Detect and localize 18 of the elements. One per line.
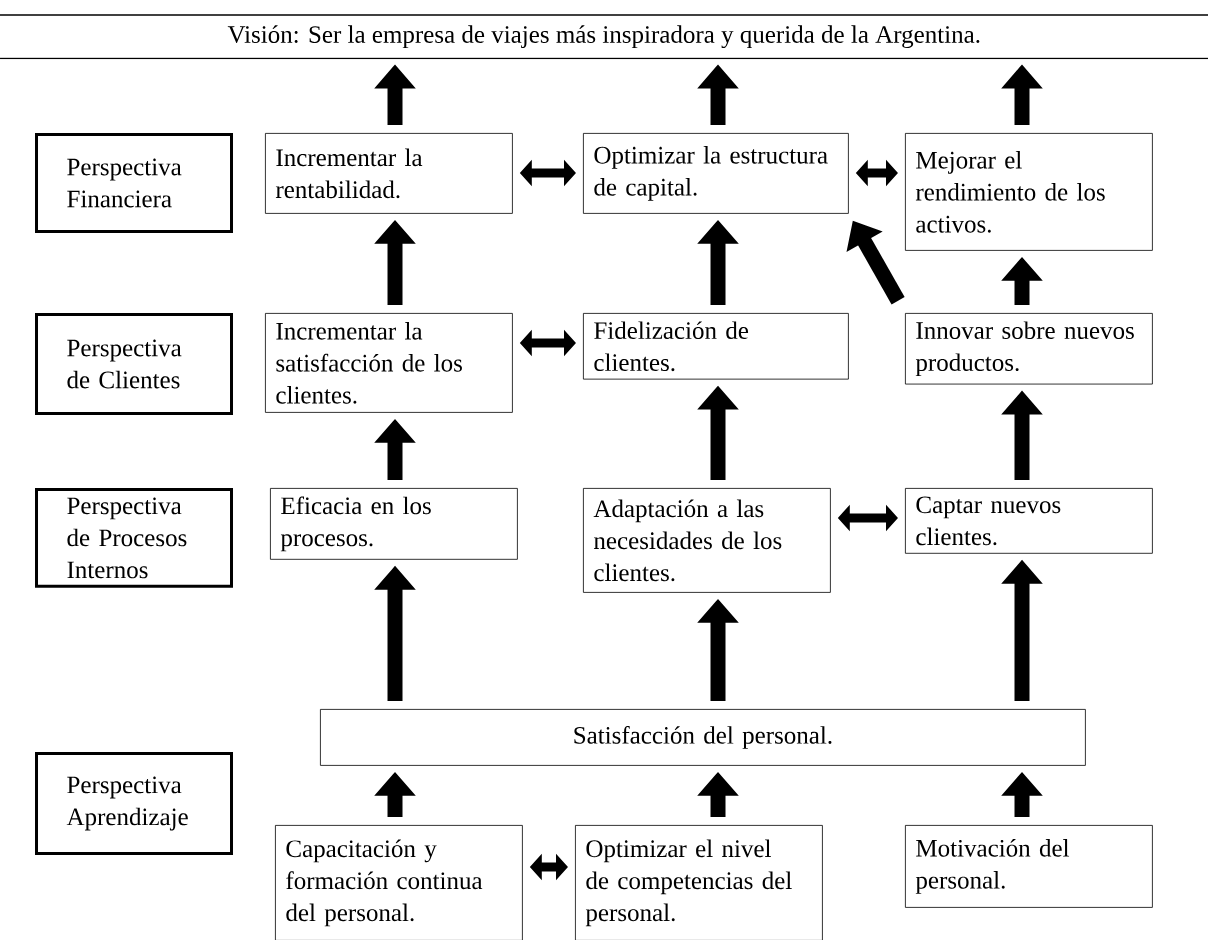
objective-box: Optimizar la estructura de capital.	[583, 133, 849, 214]
objective-box: Adaptación a las necesidades de los clientes.	[583, 488, 831, 593]
vision-band: Visión: Ser la empresa de viajes más inspiradora y querida de la Argentina.	[0, 14, 1208, 60]
perspective-box: Perspectiva de Procesos Internos	[35, 488, 233, 588]
perspective-box: Perspectiva de Clientes	[35, 313, 233, 415]
perspective-box: Perspectiva Financiera	[35, 133, 233, 233]
objective-box: Incrementar la satisfacción de los clientes.	[265, 313, 513, 413]
objective-box: Captar nuevos clientes.	[905, 488, 1153, 554]
objective-box: Optimizar el nivel de competencias del personal.	[575, 825, 823, 940]
objective-box: Eficacia en los procesos.	[270, 488, 518, 560]
objective-box: Capacitación y formación continua del personal.	[275, 825, 523, 940]
perspective-box: Perspectiva Aprendizaje	[35, 752, 233, 855]
objective-box: Innovar sobre nuevos productos.	[905, 313, 1153, 385]
objective-box: Motivación del personal.	[905, 825, 1153, 908]
objective-box: Incrementar la rentabilidad.	[265, 133, 513, 214]
objective-box: Fidelización de clientes.	[583, 313, 849, 380]
process-box: Satisfacción del personal.	[320, 709, 1086, 766]
objective-box: Mejorar el rendimiento de los activos.	[905, 133, 1153, 251]
